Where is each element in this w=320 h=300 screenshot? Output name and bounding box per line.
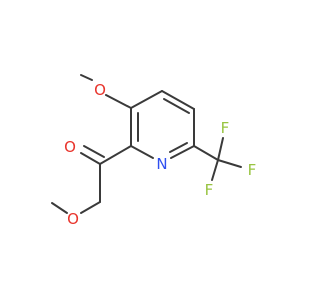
bond-n-c2 — [130, 145, 154, 159]
bond-o-c3 — [105, 94, 132, 109]
atom-labels: O N O O F F F — [64, 81, 256, 228]
bond-c6-cf3 — [193, 145, 219, 161]
bond-o-methyl — [51, 202, 68, 214]
bond-c6-n — [170, 145, 195, 159]
molecule-structure: O N O O F F F — [51, 74, 256, 228]
bond-cf3-f-left — [211, 159, 219, 181]
atom-f-right: F — [248, 161, 257, 179]
bond-cf3-f-right — [217, 159, 242, 168]
bond-methyl-o — [80, 74, 93, 81]
bond-cf3-f-top — [217, 137, 224, 161]
bond-c6-n-inner — [169, 142, 188, 153]
bonds — [51, 74, 242, 214]
bond-c3-c4 — [130, 90, 163, 109]
structure-canvas: O N O O F F F — [51, 74, 256, 228]
atom-f-top: F — [221, 119, 230, 137]
atom-ether-o: O — [67, 210, 79, 228]
atom-ring-o-methoxy: O — [94, 81, 106, 99]
bond-carbonyl-o-b — [83, 145, 105, 158]
bond-ch2-o — [80, 201, 101, 214]
bond-c4-c5-inner — [163, 98, 190, 114]
bond-c4-c5 — [161, 90, 195, 110]
atom-f-left: F — [205, 181, 214, 199]
bond-c2-carbonyl — [99, 145, 132, 165]
atom-ring-nitrogen: N — [156, 155, 167, 173]
atom-carbonyl-o: O — [64, 138, 76, 156]
bond-carbonyl-o-a — [80, 152, 101, 165]
